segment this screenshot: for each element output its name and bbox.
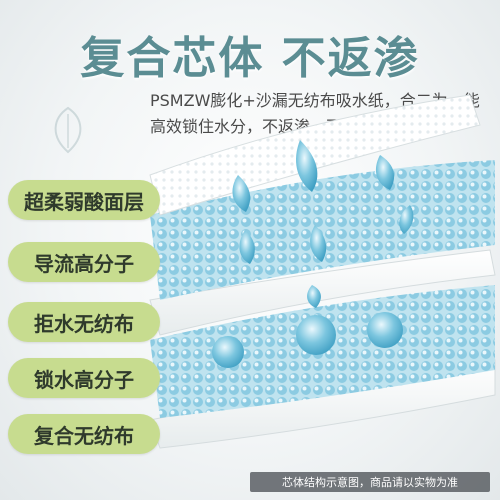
layer-soft-topsheet [149, 94, 481, 216]
page-headline: 复合芯体 不返渗 [80, 33, 420, 84]
layer-repellent-nonwoven [149, 249, 496, 336]
label-lock-polymer: 锁水高分子 [8, 358, 160, 398]
label-diversion-polymer: 导流高分子 [8, 242, 160, 282]
footer-disclaimer: 芯体结构示意图，商品请以实物为准 [250, 472, 490, 492]
water-drop-icon [212, 140, 414, 368]
decorative-leaf-icon [54, 106, 82, 154]
label-composite-nonwoven: 复合无纺布 [8, 414, 160, 454]
label-soft-topsheet: 超柔弱酸面层 [8, 180, 160, 220]
label-repellent-nonwoven: 拒水无纺布 [8, 302, 160, 342]
